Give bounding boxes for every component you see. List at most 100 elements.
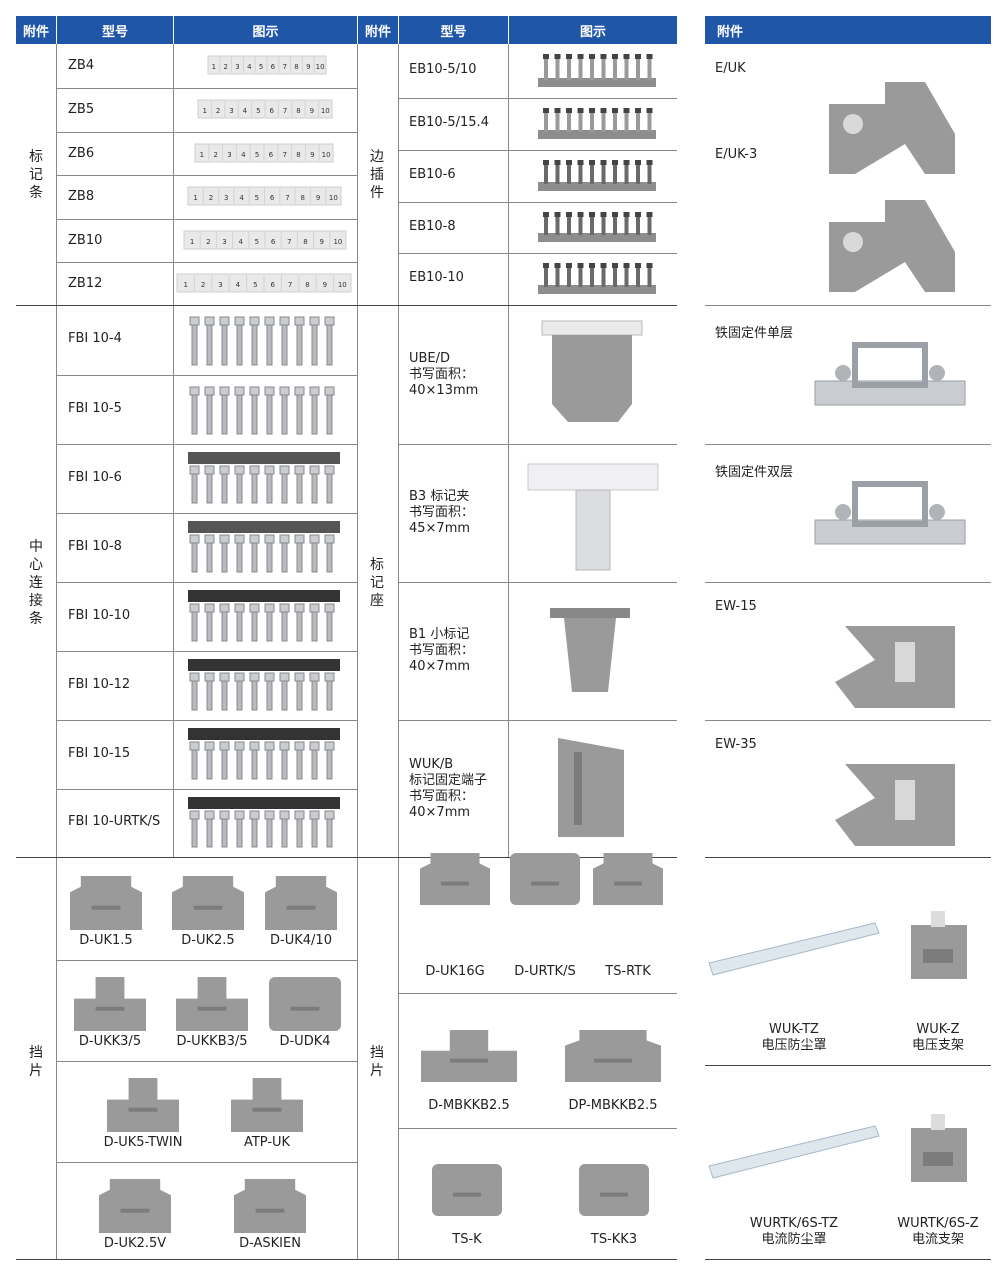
svg-text:8: 8 — [296, 107, 300, 115]
svg-text:9: 9 — [316, 194, 320, 202]
svg-text:3: 3 — [229, 107, 233, 115]
grid-line — [57, 720, 357, 721]
svg-text:2: 2 — [206, 238, 210, 246]
connector-image — [188, 797, 340, 848]
svg-text:10: 10 — [322, 151, 331, 159]
end-plate-label: D-URTK/S — [514, 964, 576, 979]
svg-text:6: 6 — [270, 194, 275, 202]
end-plate-image — [99, 1179, 171, 1233]
grid-line — [57, 582, 357, 583]
category-end-plate-left: 挡片 — [29, 1045, 43, 1079]
right-item-image — [829, 200, 955, 292]
grid-line — [16, 1259, 677, 1260]
end-plate-image — [420, 853, 490, 905]
svg-text:5: 5 — [259, 63, 263, 71]
svg-text:9: 9 — [319, 238, 323, 246]
svg-text:5: 5 — [256, 107, 260, 115]
end-plate-label: D-UK2.5 — [181, 933, 235, 948]
model-label: FBI 10-10 — [68, 607, 131, 623]
model-label: ZB10 — [68, 233, 103, 248]
right-item-label: 铁固定件单层 — [715, 326, 794, 341]
end-plate-label: D-UK5-TWIN — [103, 1135, 183, 1150]
connector-image — [188, 590, 340, 642]
svg-text:4: 4 — [236, 281, 241, 289]
grid-line — [399, 444, 677, 445]
marker-description: B1 小标记书写面积：40×7mm — [409, 627, 474, 675]
connector-image — [188, 452, 340, 504]
svg-text:6: 6 — [269, 151, 274, 159]
marker-description-line: 标记固定端子 — [409, 772, 488, 788]
cover-label-desc: 电压防尘罩 — [761, 1038, 827, 1053]
grid-line — [57, 1162, 357, 1163]
grid-line — [57, 513, 357, 514]
end-plate-label: D-UK16G — [425, 964, 485, 979]
svg-text:4: 4 — [239, 194, 244, 202]
header-model-2: 型号 — [399, 16, 508, 44]
category-marker-holder: 标记座 — [370, 557, 384, 609]
marker-description-line: B1 小标记 — [409, 627, 470, 642]
svg-text:6: 6 — [271, 63, 276, 71]
marker-description-line: 40×7mm — [409, 659, 471, 674]
svg-text:10: 10 — [321, 107, 330, 115]
svg-text:9: 9 — [310, 107, 314, 115]
grid-line — [399, 150, 677, 151]
svg-text:7: 7 — [283, 107, 287, 115]
connector-image — [189, 386, 335, 435]
dust-cover-image — [708, 922, 880, 976]
right-item-label: 铁固定件双层 — [715, 465, 794, 480]
end-plate-label: TS-RTK — [605, 964, 651, 979]
end-plate-image — [176, 977, 248, 1031]
right-item-label: EW-35 — [715, 737, 757, 752]
grid-line — [705, 857, 991, 858]
connector-image — [188, 521, 340, 573]
model-label: FBI 10-5 — [68, 400, 122, 416]
grid-line — [399, 720, 677, 721]
grid-line — [705, 444, 991, 445]
cover-label-desc: 电流支架 — [911, 1232, 965, 1247]
end-plate-image — [265, 876, 337, 930]
svg-text:5: 5 — [253, 281, 257, 289]
model-label: ZB5 — [68, 102, 95, 117]
svg-text:10: 10 — [338, 281, 347, 289]
right-item-image — [829, 82, 955, 174]
svg-text:9: 9 — [323, 281, 327, 289]
svg-text:1: 1 — [193, 194, 197, 202]
svg-text:8: 8 — [305, 281, 309, 289]
edge-plug-image — [538, 54, 656, 87]
svg-text:9: 9 — [306, 63, 310, 71]
svg-text:7: 7 — [288, 281, 292, 289]
bracket-image — [911, 911, 967, 979]
model-label: EB10-6 — [409, 167, 456, 182]
end-plate-image — [565, 1030, 661, 1082]
grid-line — [57, 444, 357, 445]
grid-line — [399, 253, 677, 254]
svg-text:3: 3 — [224, 194, 228, 202]
grid-line — [57, 219, 357, 220]
marker-description-line: B3 标记夹 — [409, 489, 470, 504]
grid-line — [57, 375, 357, 376]
end-plate-image — [74, 977, 146, 1031]
model-label: FBI 10-15 — [68, 745, 131, 761]
header-figure: 图示 — [174, 16, 357, 44]
grid-line — [57, 651, 357, 652]
svg-text:2: 2 — [209, 194, 213, 202]
end-plate-label: D-UKK3/5 — [78, 1034, 142, 1049]
grid-line — [357, 44, 358, 1259]
svg-text:7: 7 — [285, 194, 289, 202]
end-plate-image — [70, 876, 142, 930]
cover-label-name: WUK-TZ — [769, 1022, 819, 1037]
svg-text:7: 7 — [282, 63, 286, 71]
header-figure-2: 图示 — [509, 16, 677, 44]
header-accessory-2: 附件 — [358, 16, 398, 44]
model-label: ZB8 — [68, 189, 95, 204]
svg-text:3: 3 — [227, 151, 231, 159]
right-item-label: E/UK-3 — [715, 147, 758, 162]
svg-text:7: 7 — [287, 238, 291, 246]
model-label: FBI 10-6 — [68, 469, 122, 485]
end-plate-label: TS-K — [452, 1232, 482, 1247]
grid-line — [57, 262, 357, 263]
